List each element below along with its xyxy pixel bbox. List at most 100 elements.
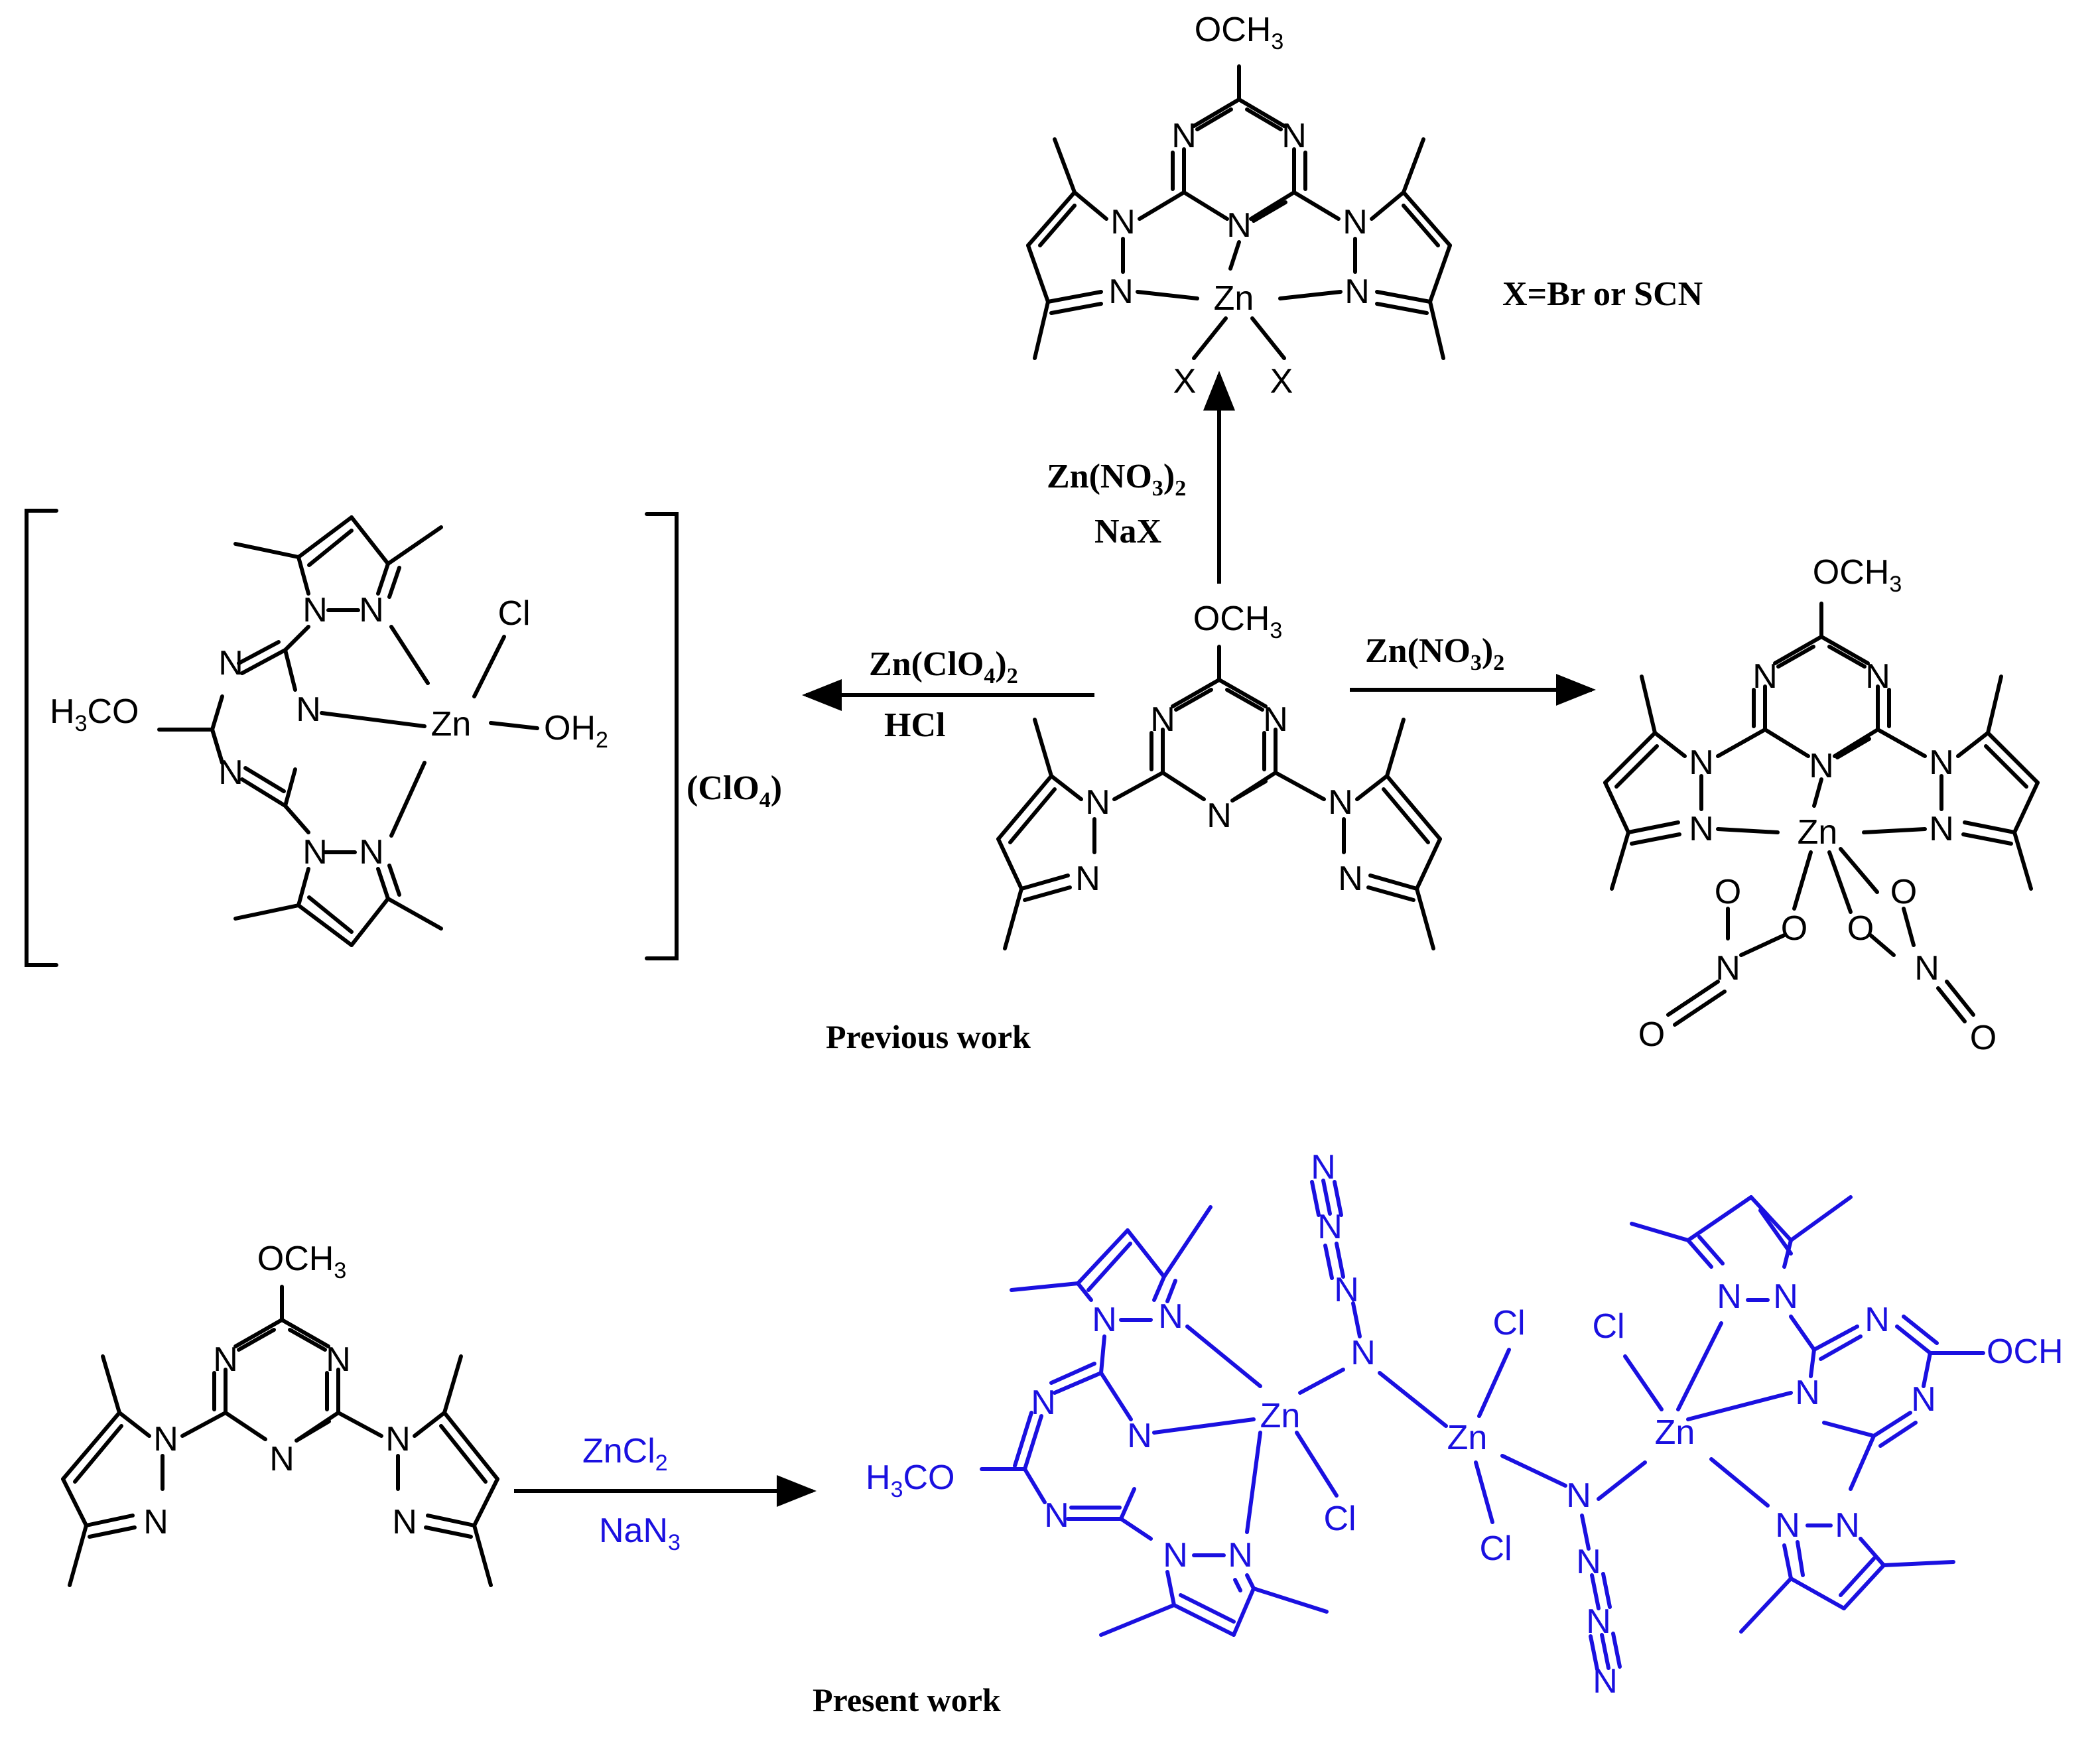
och3-label: OCH xyxy=(1195,11,1272,49)
n-atom: N xyxy=(1566,1476,1591,1515)
n-atom: N xyxy=(1717,1277,1742,1316)
counter-ion: (ClO4) xyxy=(687,769,782,812)
och-truncated-group: OCH xyxy=(1987,1332,2064,1371)
n-atom: N xyxy=(1809,747,1834,785)
o-atom: O xyxy=(1781,909,1807,948)
complex-znx2-labels: OCH3 N N N N N N N Zn X X xyxy=(1108,11,1370,401)
n-atom: N xyxy=(213,1340,238,1379)
svg-text:OCH3: OCH3 xyxy=(1813,553,1902,597)
n-atom: N xyxy=(1576,1543,1601,1581)
och3-sub: 3 xyxy=(1271,29,1283,54)
zn-atom: Zn xyxy=(1798,813,1838,852)
present-complex-labels: N N N N N N N H3CO Zn Cl N N N N Zn Cl C… xyxy=(866,1148,2064,1701)
o-atom: O xyxy=(1638,1015,1665,1054)
top-reagent: Zn(NO3)2 xyxy=(1047,458,1186,501)
zn-atom: Zn xyxy=(1214,279,1254,318)
central-ligand-labels: OCH3 N N N N N N N xyxy=(1075,600,1363,898)
n-atom: N xyxy=(1127,1417,1152,1455)
nitrate-complex xyxy=(1603,602,2040,1027)
n-atom: N xyxy=(1586,1602,1611,1641)
zn-atom: Zn xyxy=(1655,1413,1695,1452)
previous-work-caption: Previous work xyxy=(826,1018,1031,1055)
n-atom: N xyxy=(143,1503,168,1541)
n-atom: N xyxy=(1110,203,1136,241)
n-atom: N xyxy=(1775,1506,1800,1545)
och3-label: OCH xyxy=(257,1240,334,1278)
perchlorate-complex-labels: N N N N N N N Zn Cl H3CO OH2 xyxy=(50,591,608,872)
zn-atom: Zn xyxy=(1260,1397,1301,1435)
oh2-ligand: OH2 xyxy=(544,709,608,753)
n-atom: N xyxy=(385,1420,411,1458)
n-atom: N xyxy=(392,1503,417,1541)
n-atom: N xyxy=(1092,1301,1117,1339)
h3co-group: H3CO xyxy=(866,1458,954,1502)
n-atom: N xyxy=(1715,949,1740,988)
n-atom: N xyxy=(1044,1496,1069,1535)
n-atom: N xyxy=(1328,783,1353,822)
n-atom: N xyxy=(1865,657,1890,696)
n-atom: N xyxy=(1085,783,1110,822)
present-work-caption: Present work xyxy=(813,1681,1001,1718)
cl-ligand: Cl xyxy=(1479,1529,1512,1568)
och3-sub: 3 xyxy=(1889,572,1902,597)
n-atom: N xyxy=(1171,117,1197,155)
complex-znx2 xyxy=(1026,64,1452,360)
n-atom: N xyxy=(1911,1380,1936,1419)
n-atom: N xyxy=(1150,700,1175,739)
n-atom: N xyxy=(153,1420,178,1458)
n-atom: N xyxy=(1263,700,1288,739)
right-reagent: Zn(NO3)2 xyxy=(1365,632,1504,675)
n-atom: N xyxy=(302,591,328,629)
n-atom: N xyxy=(1865,1301,1890,1339)
zn-atom: Zn xyxy=(431,705,472,743)
n-atom: N xyxy=(1689,743,1714,782)
n-atom: N xyxy=(1334,1271,1359,1309)
cl-ligand: Cl xyxy=(1592,1307,1624,1346)
x-ligand: X xyxy=(1173,362,1197,401)
n-atom: N xyxy=(1752,657,1778,696)
n-atom: N xyxy=(296,690,321,729)
n-atom: N xyxy=(1226,206,1252,245)
och3-sub: 3 xyxy=(334,1258,346,1283)
top-salt: NaX xyxy=(1094,513,1161,550)
n-atom: N xyxy=(1689,810,1714,848)
n-atom: N xyxy=(1795,1374,1820,1412)
och3-sub: 3 xyxy=(1270,618,1282,643)
n-atom: N xyxy=(359,833,384,872)
n-atom: N xyxy=(326,1340,351,1379)
perchlorate-complex xyxy=(25,509,679,967)
n-atom: N xyxy=(1108,273,1134,311)
n-atom: N xyxy=(269,1440,295,1478)
x-definition: X=Br or SCN xyxy=(1502,275,1703,313)
n-atom: N xyxy=(359,591,384,629)
n-atom: N xyxy=(1207,797,1232,835)
o-atom: O xyxy=(1847,909,1874,948)
nitrate-complex-labels: OCH3 N N N N N N N Zn O O O O N N O O xyxy=(1638,553,1997,1057)
n-atom: N xyxy=(1031,1384,1056,1422)
present-complex xyxy=(980,1179,1985,1671)
left-reagent: Zn(ClO4)2 xyxy=(869,645,1018,688)
zn-atom: Zn xyxy=(1447,1419,1488,1457)
n-atom: N xyxy=(218,753,243,792)
n-atom: N xyxy=(218,644,243,682)
svg-text:OCH3: OCH3 xyxy=(257,1240,346,1283)
n-atom: N xyxy=(1163,1536,1188,1575)
o-atom: O xyxy=(1715,873,1741,911)
n-atom: N xyxy=(1343,203,1368,241)
n-atom: N xyxy=(1158,1297,1183,1336)
present-salt: NaN3 xyxy=(599,1512,681,1555)
bottom-ligand-labels: OCH3 N N N N N N N xyxy=(143,1240,417,1541)
n-atom: N xyxy=(1281,117,1307,155)
n-atom: N xyxy=(1929,810,1954,848)
cl-ligand: Cl xyxy=(1323,1500,1356,1538)
n-atom: N xyxy=(1345,273,1370,311)
bottom-ligand xyxy=(61,1285,499,1587)
n-atom: N xyxy=(302,833,328,872)
n-atom: N xyxy=(1350,1334,1376,1372)
svg-text:OCH3: OCH3 xyxy=(1195,11,1283,54)
n-atom: N xyxy=(1929,743,1954,782)
n-atom: N xyxy=(1317,1208,1343,1246)
left-acid: HCl xyxy=(884,706,945,744)
svg-text:OCH3: OCH3 xyxy=(1193,600,1282,643)
